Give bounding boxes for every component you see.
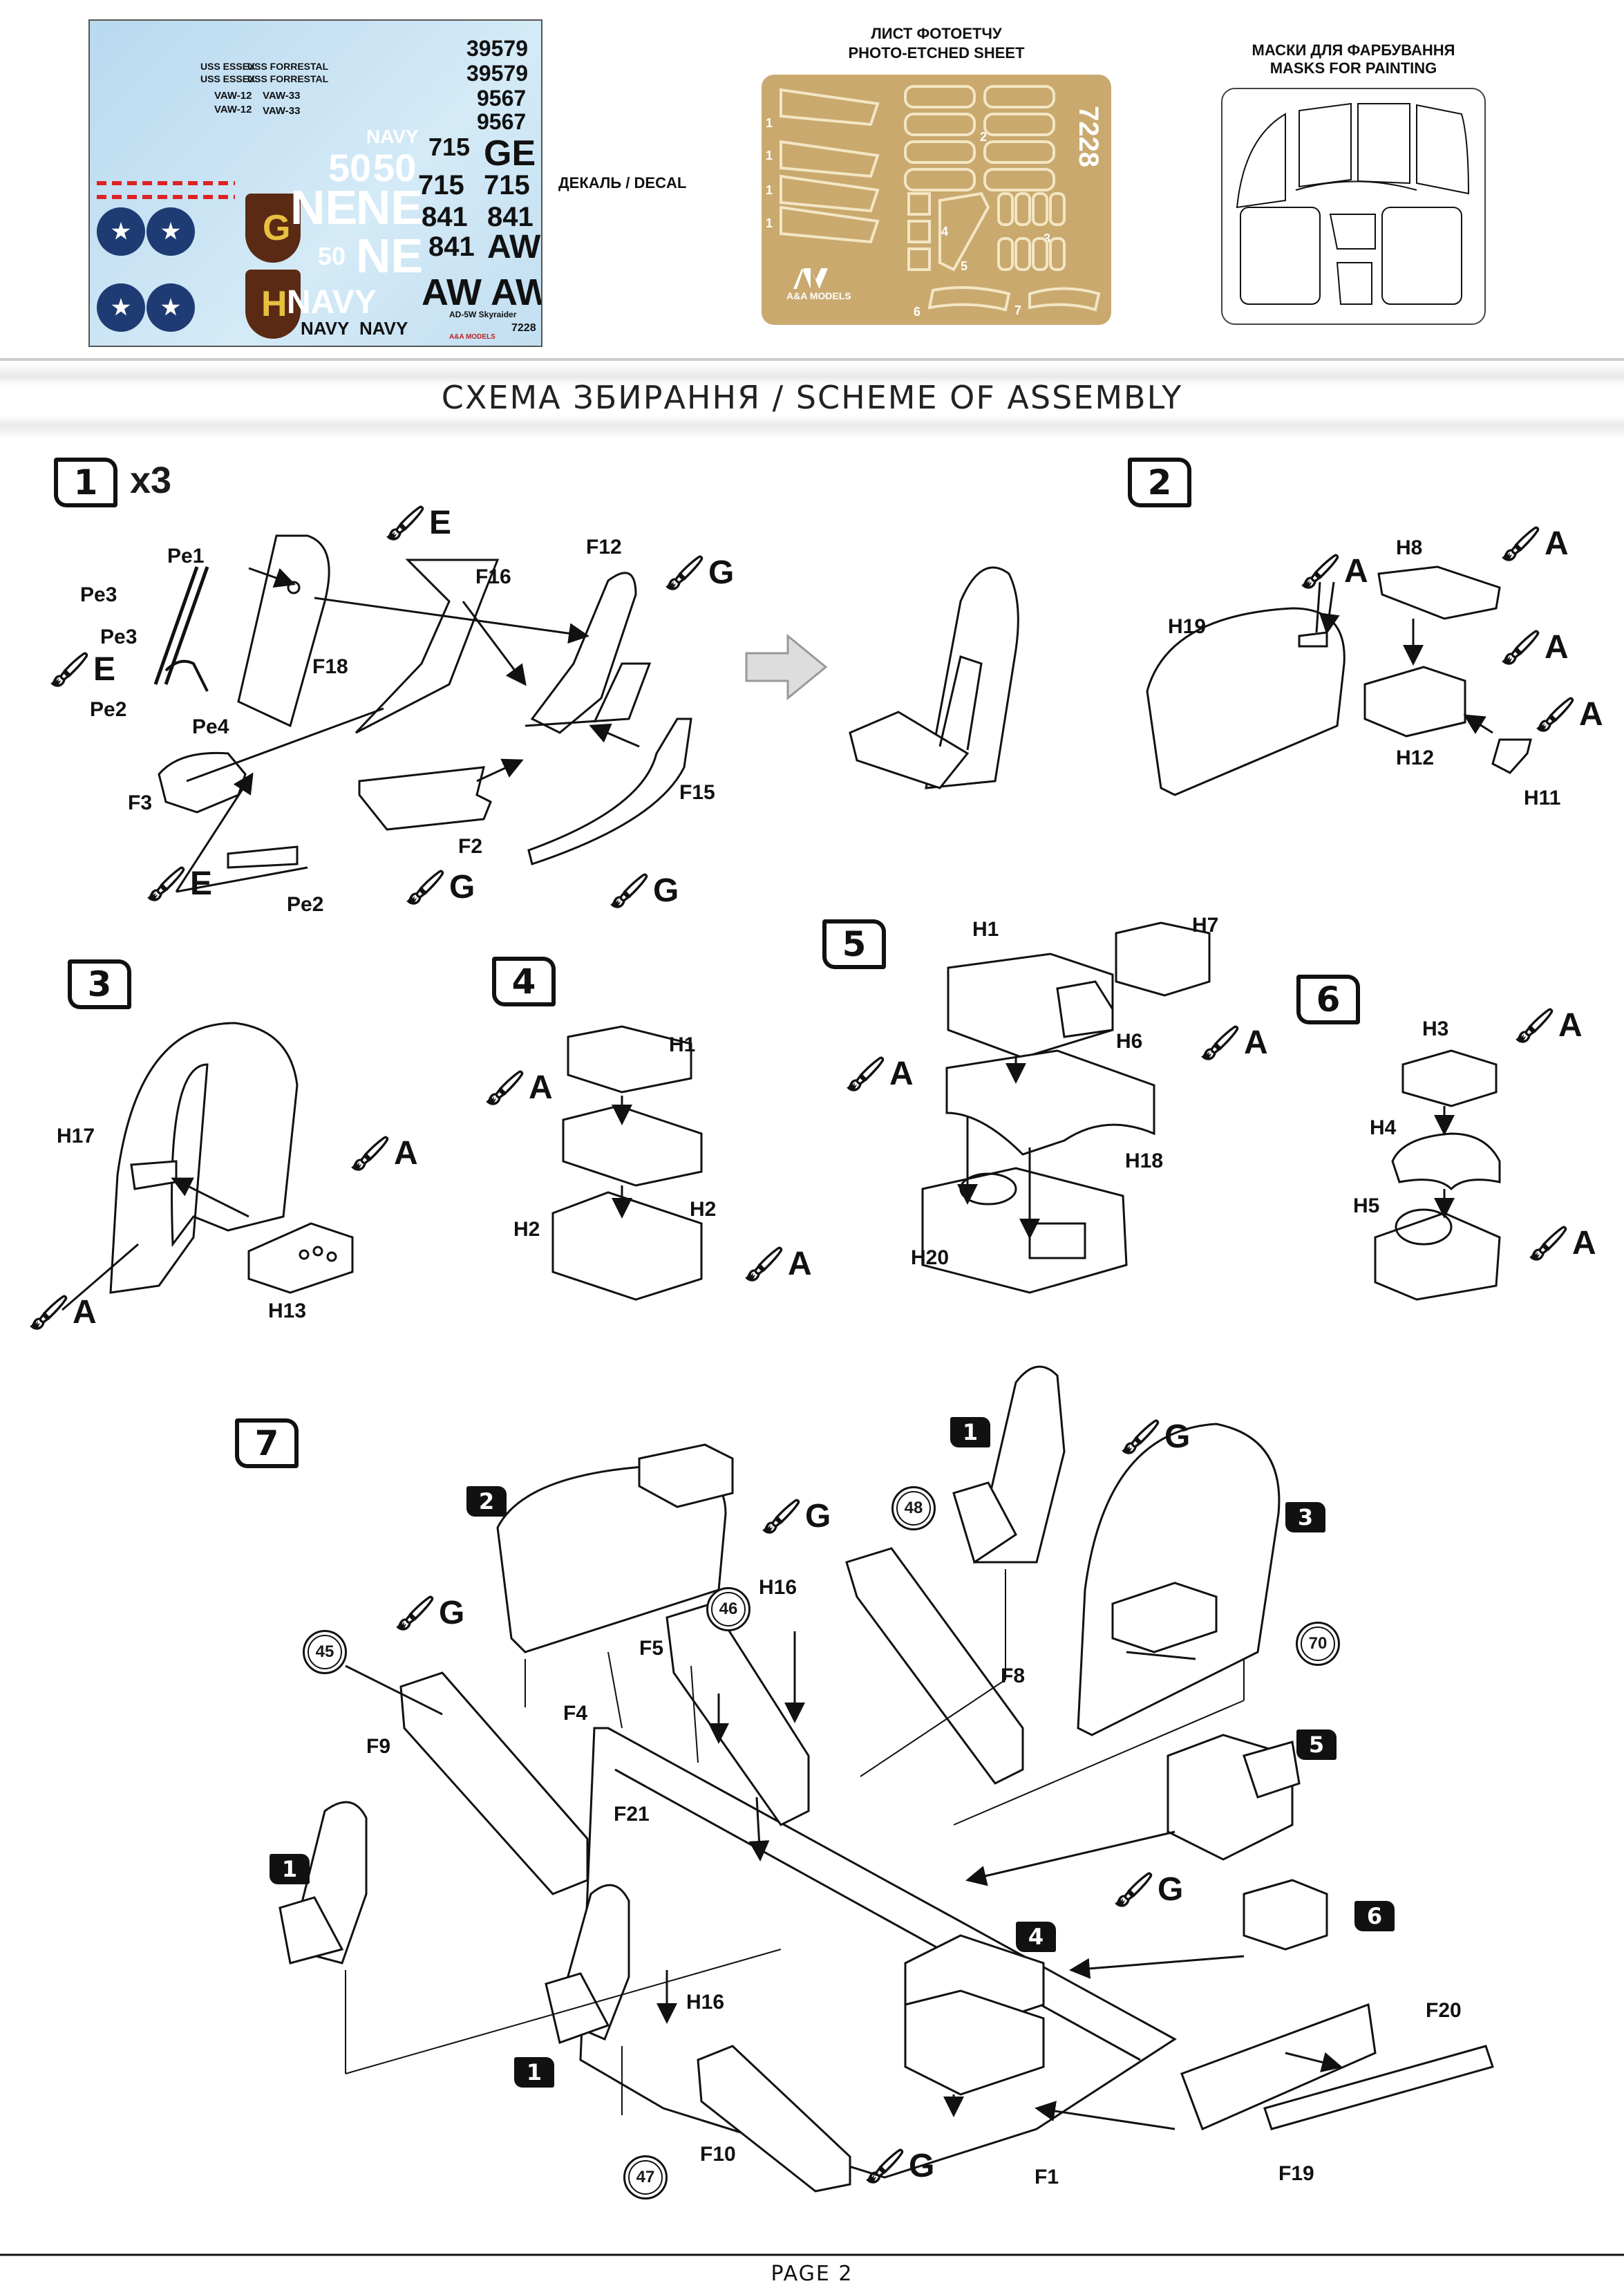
paintbrush-icon: 🖌 <box>1120 1419 1162 1456</box>
paint-call: 🖌A <box>1513 1007 1583 1044</box>
substep-ref: 4 <box>1016 1922 1056 1952</box>
paintbrush-icon: 🖌 <box>1199 1025 1241 1062</box>
paintbrush-icon: 🖌 <box>844 1056 887 1093</box>
pe-title-ua: ЛИСТ ФОТОЕТЧУ <box>871 25 1002 42</box>
paint-call: 🖌G <box>760 1498 831 1535</box>
callout-circle: 47 <box>623 2155 668 2200</box>
mask-title-ua: МАСКИ ДЛЯ ФАРБУВАННЯ <box>1252 41 1455 59</box>
paint-call: 🖌G <box>1120 1418 1191 1456</box>
step-5-box: 5 <box>822 919 886 969</box>
paint-call: 🖌A <box>484 1069 553 1107</box>
callout-circle: 46 <box>706 1587 750 1631</box>
pe-title-en: PHOTO-ETCHED SHEET <box>848 44 1025 62</box>
squadron-shield-icon <box>245 270 301 339</box>
paint-call: 🖌A <box>349 1135 418 1172</box>
paintbrush-icon: 🖌 <box>145 866 187 903</box>
paintbrush-icon: 🖌 <box>608 873 650 910</box>
step-1-box: 1 <box>54 458 117 507</box>
step-1-multiplier: x3 <box>130 460 172 501</box>
paintbrush-icon: 🖌 <box>663 555 706 592</box>
pe-brand: A&A MODELS <box>786 290 851 301</box>
title-band <box>0 363 1624 439</box>
decal-label: ДЕКАЛЬ / DECAL <box>558 174 687 191</box>
paintbrush-icon: 🖌 <box>384 505 426 542</box>
paint-call: 🖌A <box>743 1246 812 1283</box>
paint-call: 🖌A <box>844 1056 914 1093</box>
paint-call: 🖌A <box>1199 1024 1268 1062</box>
step-4-box: 4 <box>492 957 556 1006</box>
substep-ref: 1 <box>950 1417 990 1447</box>
callout-circle: 70 <box>1296 1622 1340 1666</box>
paintbrush-icon: 🖌 <box>394 1595 436 1632</box>
step-3-box: 3 <box>68 959 131 1009</box>
paintbrush-icon: 🖌 <box>484 1070 526 1107</box>
paint-call: 🖌A <box>1527 1225 1596 1262</box>
substep-ref: 5 <box>1296 1729 1337 1760</box>
step-7-box: 7 <box>235 1418 299 1468</box>
paint-call: 🖌G <box>608 872 679 910</box>
callout-circle: 45 <box>303 1630 347 1674</box>
substep-ref: 1 <box>514 2057 554 2088</box>
page-number: PAGE 2 <box>771 2262 853 2286</box>
paint-call: 🖌G <box>1113 1871 1184 1909</box>
paint-call: 🖌A <box>1500 525 1569 563</box>
paint-call: 🖌E <box>48 651 115 688</box>
paint-call: 🖌A <box>1500 629 1569 666</box>
paintbrush-icon: 🖌 <box>48 652 91 688</box>
paint-call: 🖌G <box>663 554 735 592</box>
paintbrush-icon: 🖌 <box>1534 697 1576 733</box>
step-2-box: 2 <box>1128 458 1191 507</box>
paint-call: 🖌G <box>394 1595 465 1632</box>
paintbrush-icon: 🖌 <box>760 1499 802 1535</box>
mask-title-en: MASKS FOR PAINTING <box>1269 59 1437 77</box>
paintbrush-icon: 🖌 <box>1113 1872 1155 1909</box>
substep-ref: 2 <box>466 1486 507 1517</box>
paintbrush-icon: 🖌 <box>1500 630 1542 666</box>
squadron-shield-icon <box>245 194 301 263</box>
paintbrush-icon: 🖌 <box>864 2148 906 2185</box>
paintbrush-icon: 🖌 <box>28 1295 70 1331</box>
paintbrush-icon: 🖌 <box>404 870 446 906</box>
mask-sheet <box>1221 88 1486 325</box>
step-6-box: 6 <box>1296 975 1360 1024</box>
paintbrush-icon: 🖌 <box>1513 1008 1556 1044</box>
paintbrush-icon: 🖌 <box>1527 1226 1569 1262</box>
paintbrush-icon: 🖌 <box>349 1136 391 1172</box>
paint-call: 🖌A <box>1299 553 1368 590</box>
decal-sheet: G H USS ESSEX USS FORRESTAL USS ESSEX US… <box>88 19 542 347</box>
callout-circle: 48 <box>891 1486 936 1530</box>
paint-call: 🖌E <box>145 865 212 903</box>
paintbrush-icon: 🖌 <box>743 1246 785 1283</box>
paint-call: 🖌A <box>28 1294 97 1331</box>
paintbrush-icon: 🖌 <box>1500 526 1542 563</box>
page-title: СХЕМА ЗБИРАННЯ / SCHEME OF ASSEMBLY <box>441 379 1183 416</box>
substep-ref: 3 <box>1285 1502 1325 1532</box>
paint-call: 🖌G <box>864 2148 935 2185</box>
paint-call: 🖌E <box>384 505 451 542</box>
paint-call: 🖌G <box>404 869 475 906</box>
substep-ref: 1 <box>270 1854 310 1884</box>
substep-ref: 6 <box>1354 1901 1395 1931</box>
paintbrush-icon: 🖌 <box>1299 554 1341 590</box>
paint-call: 🖌A <box>1534 696 1603 733</box>
